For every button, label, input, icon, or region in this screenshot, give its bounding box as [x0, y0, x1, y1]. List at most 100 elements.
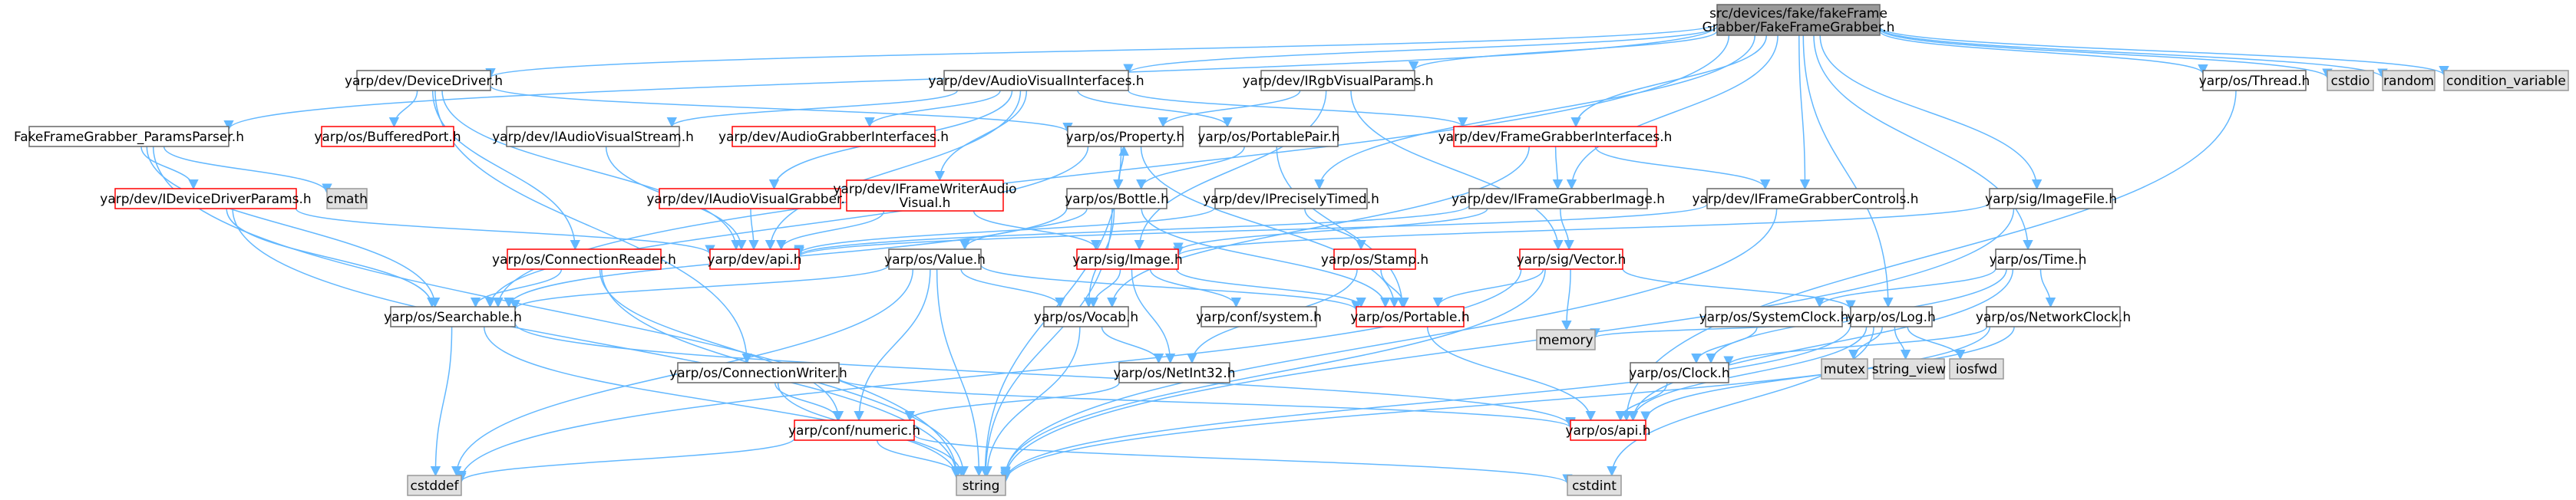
- edge-arrow: [1627, 326, 1868, 422]
- node-property[interactable]: yarp/os/Property.h: [1066, 126, 1185, 147]
- node-frameGrabberIf[interactable]: yarp/dev/FrameGrabberInterfaces.h: [1438, 126, 1673, 147]
- node-iframeGrabberControls[interactable]: yarp/dev/IFrameGrabberControls.h: [1692, 188, 1919, 209]
- node-bottle[interactable]: yarp/os/Bottle.h: [1065, 188, 1169, 209]
- node-imageFile[interactable]: yarp/sig/ImageFile.h: [1985, 188, 2117, 209]
- edge-vector-to-cstddef: [456, 268, 1522, 482]
- node-label: Grabber/FakeFrameGrabber.h: [1702, 20, 1895, 35]
- node-box: [2443, 70, 2569, 91]
- node-box: [1995, 248, 2081, 270]
- node-iframeGrabberImage[interactable]: yarp/dev/IFrameGrabberImage.h: [1451, 188, 1665, 209]
- node-label: yarp/os/Bottle.h: [1065, 192, 1169, 207]
- edge-irgb-to-image: [1134, 90, 1327, 251]
- node-iavGrabber[interactable]: yarp/dev/IAudioVisualGrabber.h: [646, 188, 854, 209]
- node-box: [956, 475, 1006, 496]
- edge-arrow: [936, 268, 985, 477]
- edge-arrow: [1879, 28, 2388, 79]
- edge-value-to-vocab: [960, 268, 1065, 308]
- node-box: [326, 188, 368, 209]
- edge-arrow: [1879, 26, 2449, 77]
- node-label: yarp/os/Time.h: [1990, 252, 2087, 268]
- edge-arrow: [765, 90, 1022, 251]
- node-confNumeric[interactable]: yarp/conf/numeric.h: [788, 419, 920, 441]
- node-connWriter[interactable]: yarp/os/ConnectionWriter.h: [669, 362, 847, 383]
- edge-arrow: [1131, 268, 1176, 364]
- node-box: [1630, 362, 1729, 383]
- node-systemClock[interactable]: yarp/os/SystemClock.h: [1699, 306, 1849, 327]
- edge-image-to-vocab: [1088, 268, 1121, 308]
- node-label: string: [963, 479, 1000, 494]
- edge-arrow: [1118, 145, 1129, 189]
- edge-arrow: [776, 210, 885, 251]
- node-searchable[interactable]: yarp/os/Searchable.h: [384, 306, 522, 327]
- node-iavStream[interactable]: yarp/dev/IAudioVisualStream.h: [492, 126, 694, 147]
- node-image[interactable]: yarp/sig/Image.h: [1072, 248, 1183, 270]
- node-irgb[interactable]: yarp/dev/IRgbVisualParams.h: [1242, 70, 1434, 91]
- node-vocab[interactable]: yarp/os/Vocab.h: [1034, 306, 1138, 327]
- node-portablePair[interactable]: yarp/os/PortablePair.h: [1197, 126, 1340, 147]
- edge-bottle-to-string: [980, 208, 1113, 477]
- node-vector[interactable]: yarp/sig/Vector.h: [1517, 248, 1627, 270]
- node-box: [943, 70, 1129, 91]
- node-time[interactable]: yarp/os/Time.h: [1990, 248, 2087, 270]
- edge-arrow: [794, 206, 1216, 255]
- node-deviceDriver[interactable]: yarp/dev/DeviceDriver.h: [345, 70, 503, 91]
- node-stamp[interactable]: yarp/os/Stamp.h: [1321, 248, 1428, 270]
- edge-arrow: [388, 90, 418, 128]
- node-box: [1567, 475, 1622, 496]
- edge-arrow: [490, 85, 1073, 133]
- edge-arrow: [864, 90, 1001, 128]
- node-label: yarp/dev/IRgbVisualParams.h: [1242, 74, 1433, 89]
- edge-bottle-to-property: [1118, 145, 1129, 189]
- node-audioGrabberIf[interactable]: yarp/dev/AudioGrabberInterfaces.h: [718, 126, 949, 147]
- edge-arrow: [1814, 268, 1996, 308]
- edges-layer: [140, 23, 2449, 485]
- node-label: yarp/os/Vocab.h: [1034, 310, 1138, 325]
- edge-vector-to-log: [1622, 268, 1856, 311]
- node-label: src/devices/fake/fakeFrame: [1709, 6, 1887, 21]
- node-avInterfaces[interactable]: yarp/dev/AudioVisualInterfaces.h: [928, 70, 1144, 91]
- node-devApi[interactable]: yarp/dev/api.h: [707, 248, 802, 270]
- edge-arrow: [599, 268, 844, 422]
- node-bufferedPort[interactable]: yarp/os/BufferedPort.h: [314, 126, 461, 147]
- edge-arrow: [1798, 35, 1811, 190]
- node-osApi[interactable]: yarp/os/api.h: [1565, 419, 1651, 441]
- node-label: yarp/dev/AudioVisualInterfaces.h: [928, 74, 1144, 89]
- edge-connWriter-to-confNumeric: [774, 382, 844, 422]
- edge-arrow: [960, 268, 1065, 308]
- edge-property-to-searchable: [484, 146, 1089, 308]
- edge-root-to-condvar: [1879, 26, 2449, 77]
- node-netInt32[interactable]: yarp/os/NetInt32.h: [1113, 362, 1236, 383]
- node-paramsParser[interactable]: FakeFrameGrabber_ParamsParser.h: [14, 126, 244, 147]
- node-portable[interactable]: yarp/os/Portable.h: [1350, 306, 1470, 327]
- node-box: [1716, 4, 1881, 36]
- node-ideviceDriverParams[interactable]: yarp/dev/IDeviceDriverParams.h: [100, 188, 312, 209]
- edge-arrow: [877, 439, 963, 477]
- node-memory: memory: [1536, 329, 1596, 350]
- node-connReader[interactable]: yarp/os/ConnectionReader.h: [492, 248, 676, 270]
- node-clock[interactable]: yarp/os/Clock.h: [1629, 362, 1730, 383]
- edge-arrow: [794, 203, 1708, 258]
- node-label: yarp/os/Log.h: [1847, 310, 1936, 325]
- node-box: [677, 362, 840, 383]
- edge-avInterfaces-to-iavStream: [666, 90, 958, 128]
- edge-arrow: [748, 208, 759, 251]
- node-box: [1536, 329, 1596, 350]
- node-ipreciselyTimed[interactable]: yarp/dev/IPreciselyTimed.h: [1203, 188, 1379, 209]
- node-networkClock[interactable]: yarp/os/NetworkClock.h: [1976, 306, 2131, 327]
- edge-root-to-cstdio: [1879, 28, 2333, 80]
- node-log[interactable]: yarp/os/Log.h: [1847, 306, 1936, 327]
- edge-ifwaVisual-to-devApi: [776, 210, 885, 251]
- node-confSystem[interactable]: yarp/conf/system.h: [1196, 306, 1322, 327]
- edge-frameGrabberIf-to-iframeGrabberControls: [1594, 146, 1771, 190]
- node-label: yarp/dev/FrameGrabberInterfaces.h: [1438, 130, 1673, 145]
- edge-arrow: [1149, 268, 1242, 308]
- node-label: yarp/dev/IPreciselyTimed.h: [1203, 192, 1379, 207]
- edge-iframeGrabberControls-to-string: [1000, 208, 1778, 479]
- node-box: [1043, 306, 1129, 327]
- node-thread[interactable]: yarp/os/Thread.h: [2199, 70, 2310, 91]
- node-label: yarp/dev/IAudioVisualGrabber.h: [646, 192, 853, 207]
- node-value[interactable]: yarp/os/Value.h: [884, 248, 986, 270]
- edge-arrow: [484, 146, 1089, 308]
- edge-arrow: [1140, 146, 1400, 308]
